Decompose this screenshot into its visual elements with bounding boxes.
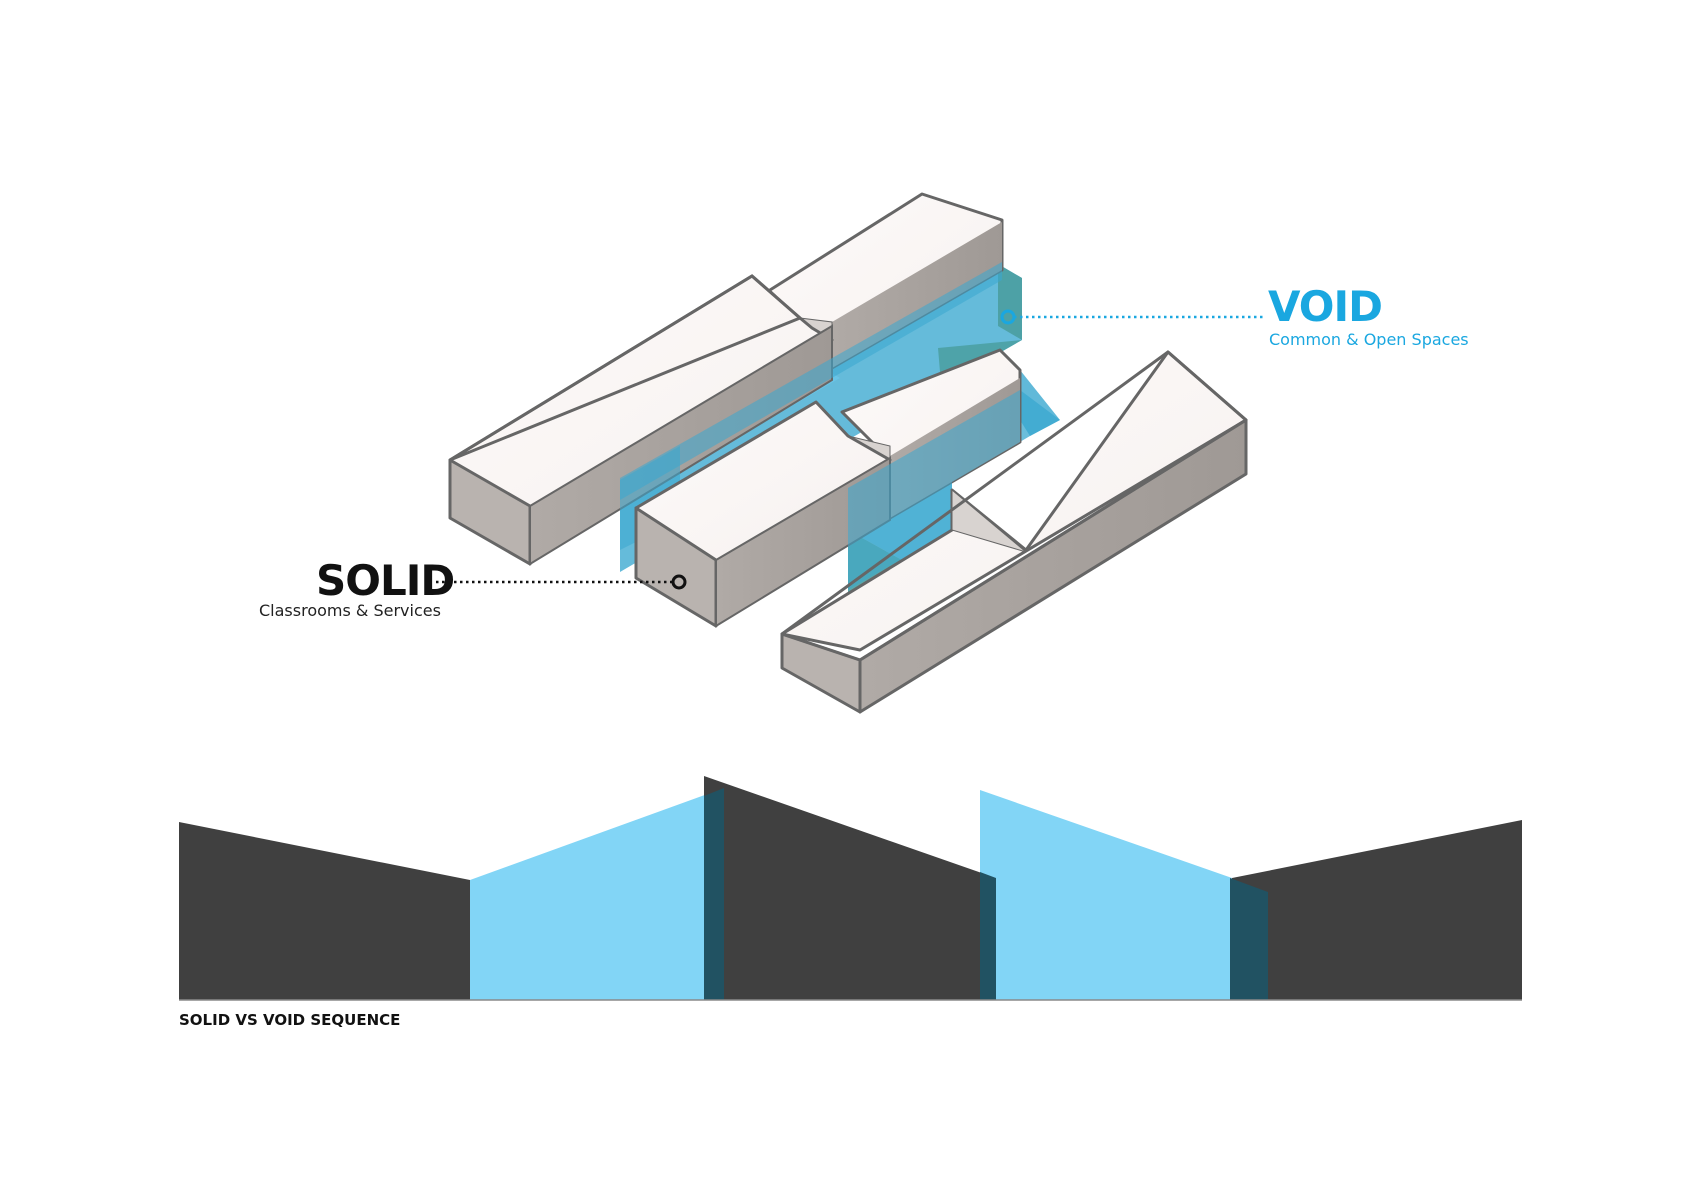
sequence-void-1 bbox=[470, 788, 724, 1000]
solid-marker-icon bbox=[671, 574, 687, 590]
solid-label-title: SOLID bbox=[316, 556, 455, 605]
sequence-overlap-2 bbox=[980, 872, 996, 1000]
void-label-title: VOID bbox=[1268, 282, 1383, 331]
void-leader bbox=[1000, 309, 1266, 325]
sequence-overlap-1 bbox=[704, 788, 724, 1000]
solid-leader bbox=[436, 574, 687, 590]
sequence-strip bbox=[179, 776, 1522, 1001]
void-label-subtitle: Common & Open Spaces bbox=[1269, 330, 1469, 349]
sequence-overlap-3 bbox=[1230, 878, 1268, 1000]
sequence-solid-2 bbox=[704, 776, 996, 1000]
sequence-caption: SOLID VS VOID SEQUENCE bbox=[179, 1011, 401, 1029]
solid-block-2 bbox=[634, 348, 1022, 628]
void-marker-icon bbox=[1000, 309, 1016, 325]
solid-block-1 bbox=[448, 192, 1004, 566]
sequence-void-2 bbox=[980, 790, 1232, 1000]
axonometric-massing bbox=[436, 192, 1266, 714]
solid-label-subtitle: Classrooms & Services bbox=[259, 601, 441, 620]
sequence-solid-3 bbox=[1232, 820, 1522, 1000]
solid-block-3 bbox=[780, 350, 1248, 714]
sequence-solid-1 bbox=[179, 822, 470, 1000]
